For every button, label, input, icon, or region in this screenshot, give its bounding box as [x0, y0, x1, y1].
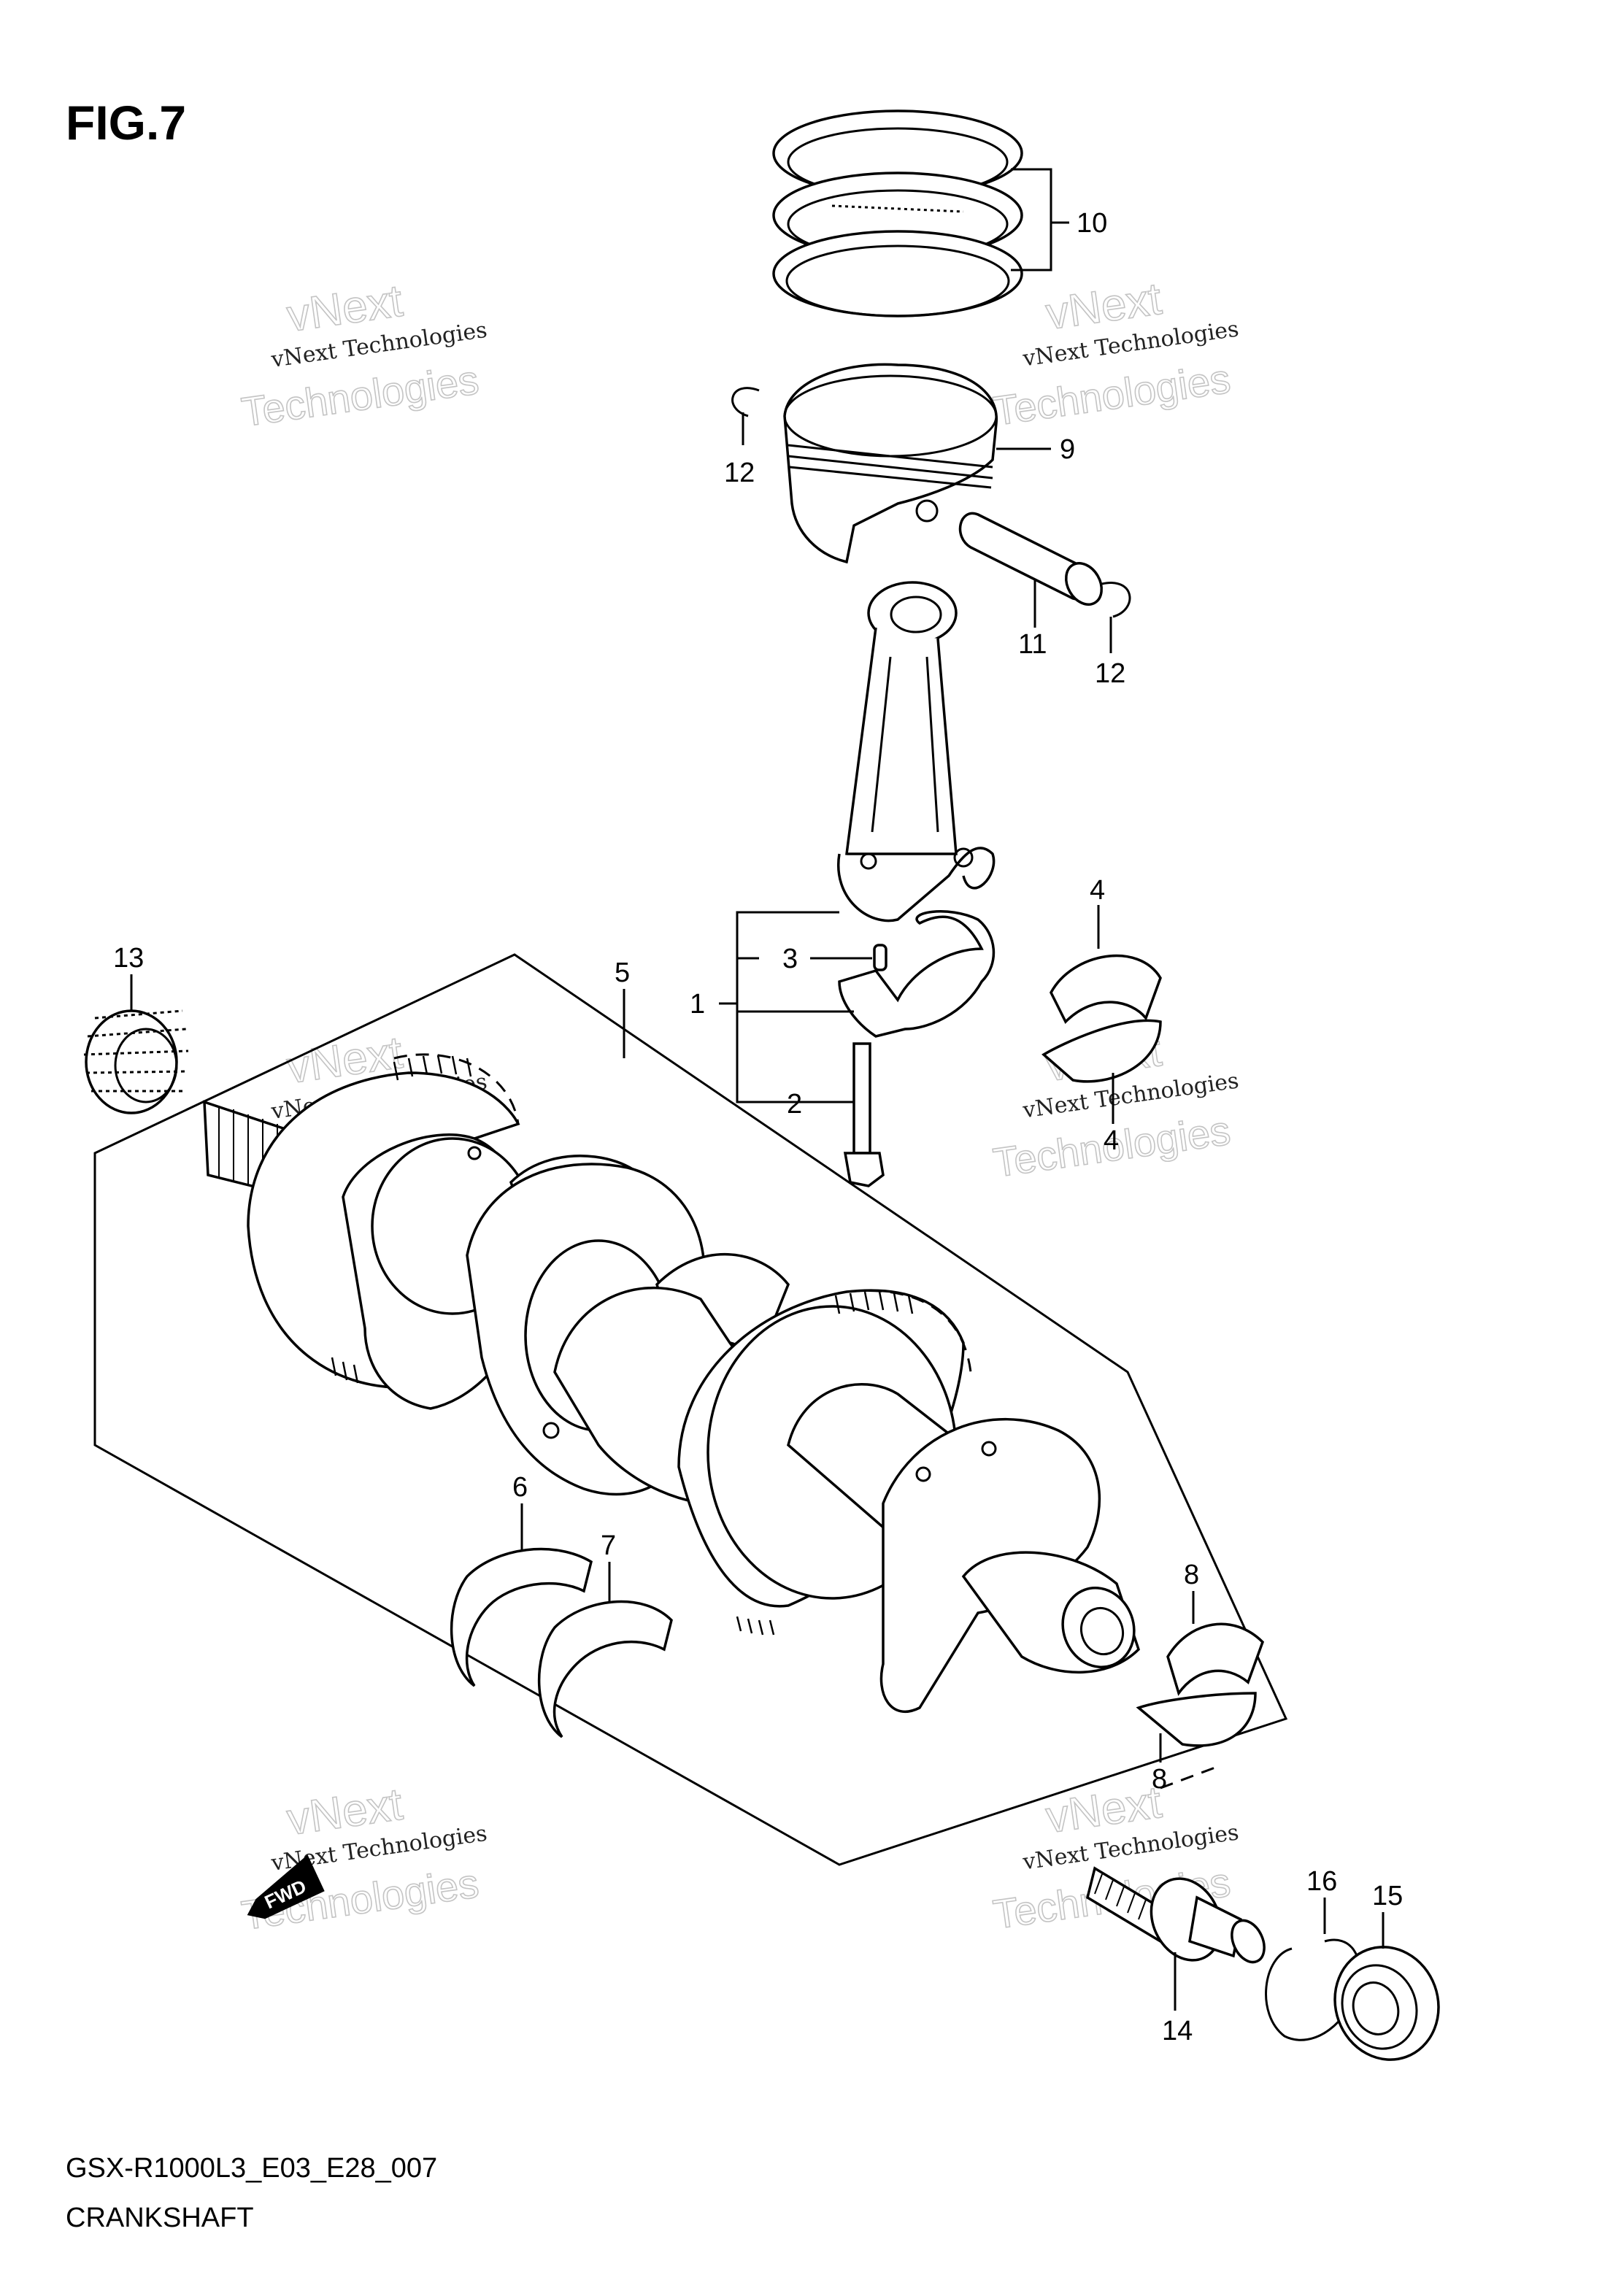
callout-3: 3 [782, 944, 798, 974]
callout-1: 1 [690, 989, 705, 1020]
callout-10: 10 [1077, 208, 1107, 239]
callout-6: 6 [512, 1472, 528, 1503]
circlip-16 [1265, 1938, 1361, 2041]
con-rod-bolt [843, 1042, 885, 1187]
callout-13: 13 [113, 943, 144, 974]
callout-4-top: 4 [1090, 875, 1105, 906]
callout-11: 11 [1018, 629, 1047, 660]
section-name: CRANKSHAFT [66, 2203, 254, 2233]
model-code: GSX-R1000L3_E03_E28_007 [66, 2153, 438, 2184]
circlip-left [731, 387, 760, 417]
con-rod-bearing-upper [1050, 954, 1162, 1024]
connecting-rod [836, 581, 996, 922]
callout-15: 15 [1372, 1881, 1403, 1911]
watermark-top-left: vNext vNext Technologies Technologies [238, 275, 488, 436]
crank-main-bearing-lower [1136, 1692, 1257, 1747]
circlip-right [1101, 582, 1131, 618]
leader-10 [1011, 168, 1052, 271]
watermark-top-right: vNext vNext Technologies Technologies [990, 273, 1240, 434]
thrust-bearing-7 [537, 1600, 673, 1738]
callout-9: 9 [1060, 434, 1075, 465]
bracket-1 [736, 911, 839, 1103]
piston-rings [772, 109, 1023, 317]
piston-pin [958, 512, 1103, 606]
connecting-rod-cap [838, 910, 996, 1038]
callout-5: 5 [615, 958, 630, 988]
callout-8-top: 8 [1184, 1560, 1199, 1590]
callout-8-bottom: 8 [1152, 1764, 1167, 1795]
callout-4-bottom: 4 [1104, 1125, 1119, 1156]
con-rod-bearing-lower [1041, 1019, 1162, 1083]
callout-16: 16 [1306, 1866, 1337, 1897]
figure-title: FIG.7 [66, 96, 187, 150]
crankshaft-bolt [1085, 1866, 1266, 1964]
callout-7: 7 [601, 1530, 616, 1561]
crank-main-bearing-upper [1166, 1622, 1265, 1696]
crankshaft [203, 1053, 1141, 1714]
piston [783, 363, 998, 564]
callout-12-left: 12 [724, 458, 755, 488]
callout-14: 14 [1162, 2016, 1193, 2046]
thrust-bearing-6 [450, 1547, 593, 1687]
crankshaft-group-outline [93, 953, 1288, 1866]
oil-seal [1333, 1946, 1440, 2061]
callout-12-right: 12 [1095, 658, 1125, 689]
callout-2: 2 [787, 1089, 802, 1120]
crank-sprocket-gear [83, 1009, 189, 1114]
